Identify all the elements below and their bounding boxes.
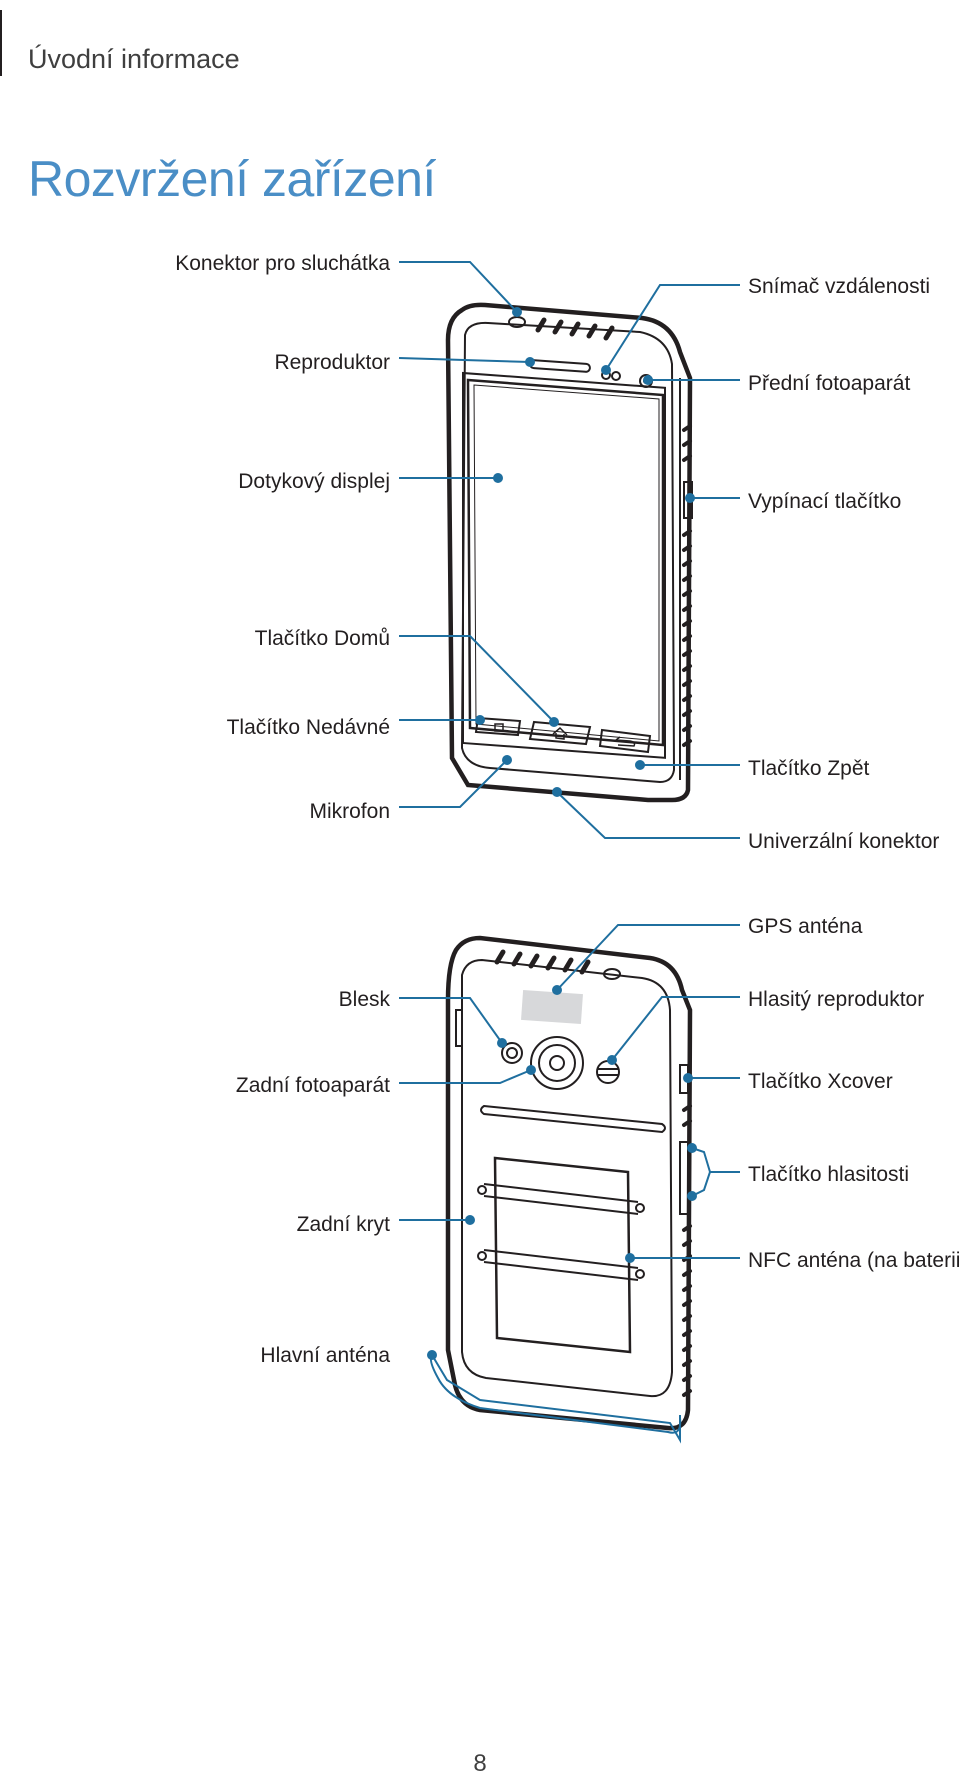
label-main-antenna: Hlavní anténa [260, 1344, 390, 1367]
page-number: 8 [473, 1750, 487, 1777]
front-top-vents [535, 317, 615, 341]
device-back-illustration [445, 935, 693, 1431]
page-title: Rozvržení zařízení [28, 151, 436, 207]
back-callout-dots [427, 985, 697, 1360]
label-back-key: Tlačítko Zpět [748, 757, 870, 780]
front-callout-dots [475, 307, 695, 797]
label-front-camera: Přední fotoaparát [748, 372, 911, 395]
home-key [528, 720, 592, 746]
label-multipurpose-jack: Univerzální konektor [748, 830, 940, 853]
back-groove [480, 1104, 666, 1134]
label-speaker: Reproduktor [274, 351, 390, 374]
back-callouts [399, 924, 740, 1444]
label-nfc-antenna: NFC anténa (na baterii) [748, 1249, 960, 1272]
label-recent-apps-key: Tlačítko Nedávné [226, 716, 390, 739]
device-front-illustration [445, 302, 693, 803]
gps-antenna-area [521, 989, 583, 1025]
front-screen [462, 371, 666, 759]
front-side-grip [682, 424, 692, 747]
recent-apps-key [474, 716, 522, 737]
label-loud-speaker: Hlasitý reproduktor [748, 988, 925, 1011]
volume-key [679, 1141, 689, 1215]
back-top-vents [494, 949, 591, 975]
label-home-key: Tlačítko Domů [254, 627, 390, 650]
label-volume-key: Tlačítko hlasitosti [748, 1163, 910, 1186]
rear-camera [530, 1036, 584, 1090]
front-inner-bezel [460, 321, 676, 784]
loud-speaker [596, 1060, 620, 1084]
label-back-cover: Zadní kryt [296, 1213, 390, 1236]
label-microphone: Mikrofon [309, 800, 390, 823]
label-headset-jack: Konektor pro sluchátka [175, 252, 390, 275]
front-callouts [398, 261, 740, 839]
back-outer-shell [445, 935, 693, 1431]
label-xcover-key: Tlačítko Xcover [748, 1070, 893, 1093]
back-inner-panel [461, 958, 674, 1398]
back-key [598, 728, 652, 754]
label-rear-camera: Zadní fotoaparát [235, 1074, 390, 1097]
label-gps-antenna: GPS anténa [748, 915, 863, 938]
earpiece-speaker [529, 359, 591, 373]
label-power-key: Vypínací tlačítko [748, 490, 902, 513]
front-screen-outline [466, 378, 665, 747]
nfc-panel [493, 1156, 632, 1354]
front-outer-shell [445, 302, 693, 803]
label-touchscreen: Dotykový displej [238, 470, 390, 493]
section-divider [0, 10, 2, 76]
section-header: Úvodní informace [28, 44, 240, 74]
label-flash: Blesk [338, 988, 390, 1011]
label-proximity-sensor: Snímač vzdálenosti [748, 275, 931, 298]
flash [501, 1042, 523, 1064]
back-side-grip [682, 1104, 692, 1397]
